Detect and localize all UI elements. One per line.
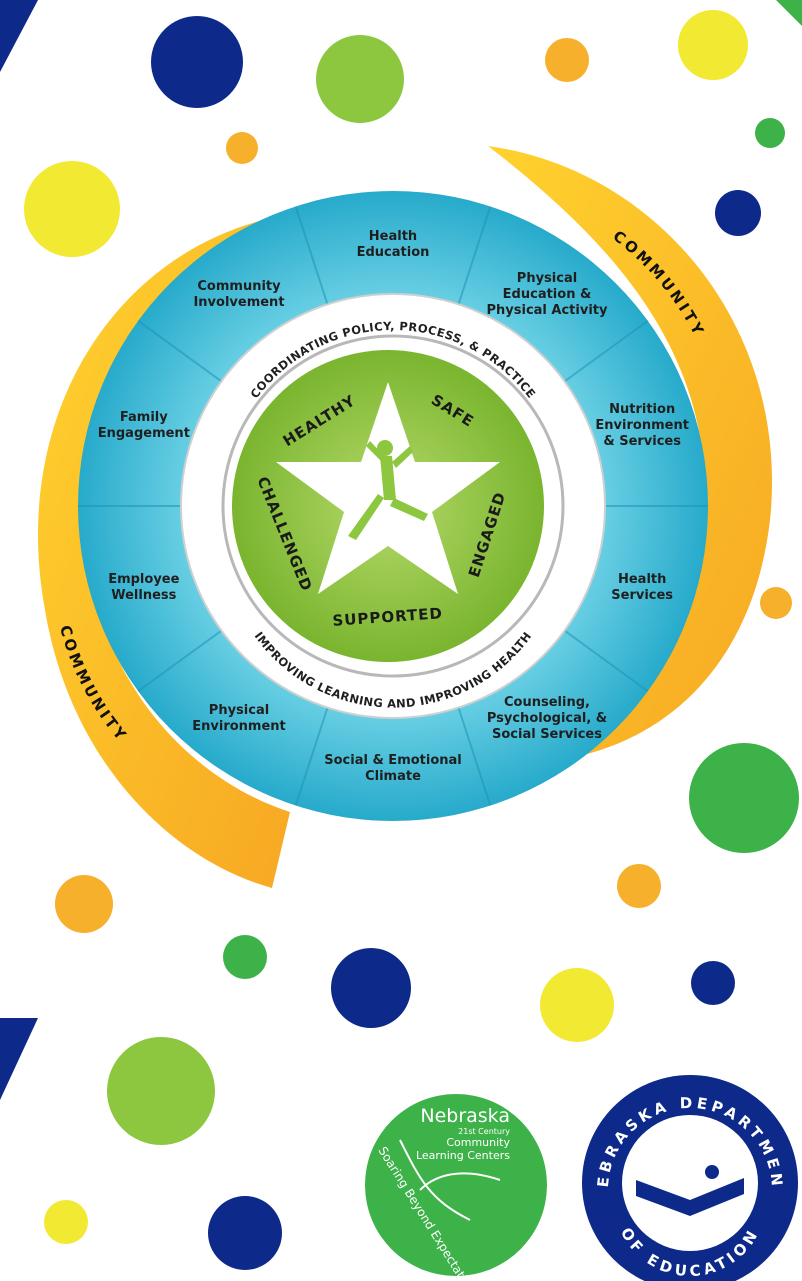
wheel-segment-label-line: Climate [365,769,421,784]
segment-divider [563,320,649,383]
wheel-segment-label: Counseling,Psychological, &Social Servic… [487,695,607,742]
decorative-dots [24,10,799,1270]
segment-divider [457,707,492,806]
wheel-segment-label-line: Social Services [492,727,602,742]
wheel-segment-dividers [78,206,708,806]
dot [331,948,411,1028]
dot [691,961,735,1005]
wheel-segment-label-line: Psychological, & [487,711,607,726]
wheel-segment-label-line: Family [120,410,168,425]
segment-divider [457,206,492,305]
community-arc-right [488,146,773,760]
wheel-segment-label-line: Community [197,279,281,294]
wheel-segment-label-line: Counseling, [504,695,590,710]
community-arc-left [38,220,290,888]
dot [760,587,792,619]
corner-triangle-bottom-left [0,1018,38,1100]
cclc-logo-subtitle-2: Community [446,1136,510,1149]
dot [545,38,589,82]
wheel-segment-label-line: Physical Activity [487,303,608,318]
wheel-segment-label-line: Health [369,229,417,244]
segment-divider [137,629,223,692]
dot [678,10,748,80]
dot [226,132,258,164]
wheel-segment-label-line: Employee [108,572,179,587]
corner-triangle-top-right [776,0,802,26]
wheel-segment-label-line: & Services [603,434,681,449]
dot [223,935,267,979]
segment-divider [563,629,649,692]
wheel-segment-label-line: Health [618,572,666,587]
dot [151,16,243,108]
wheel-segment-label-line: Wellness [111,588,176,603]
wheel-segment-label-line: Engagement [98,426,190,441]
dot [755,118,785,148]
wheel-segment-label-line: Physical [209,703,269,718]
segment-divider [137,320,223,383]
inner-ring-border [221,334,565,678]
wheel-segment-label-line: Environment [192,719,286,734]
dot [55,875,113,933]
wheel-segment-label-line: Physical [517,271,577,286]
wheel-segment-label-line: Nutrition [609,402,675,417]
wheel-segment-label-line: Social & Emotional [324,753,462,768]
cclc-logo: Nebraska 21st Century Community Learning… [365,1094,547,1281]
dot [24,161,120,257]
nde-book-icon [636,1178,744,1216]
wheel-segment-label-line: Education & [503,287,592,302]
dot [540,968,614,1042]
wheel-segment-label-line: Services [611,588,673,603]
wheel-segment-label-line: Involvement [193,295,284,310]
cclc-logo-swoosh-icon [399,1139,501,1221]
dot [44,1200,88,1244]
jumping-figure-icon [348,440,428,540]
nde-figure-icon [705,1165,719,1179]
cclc-logo-subtitle-1: 21st Century [458,1127,510,1136]
wheel-segment-label-line: Environment [595,418,689,433]
corner-triangle-top-left [0,0,38,72]
cclc-logo-title: Nebraska [420,1105,510,1127]
segment-divider [294,206,329,305]
wheel-segment-label-line: Education [357,245,430,260]
dot [107,1037,215,1145]
dot [715,190,761,236]
nde-logo-inner [622,1115,758,1251]
segment-divider [294,707,329,806]
dot [208,1196,282,1270]
cclc-logo-subtitle-3: Learning Centers [416,1149,510,1162]
cclc-logo-disc [365,1094,547,1276]
dot [316,35,404,123]
dot [689,743,799,853]
dot [617,864,661,908]
